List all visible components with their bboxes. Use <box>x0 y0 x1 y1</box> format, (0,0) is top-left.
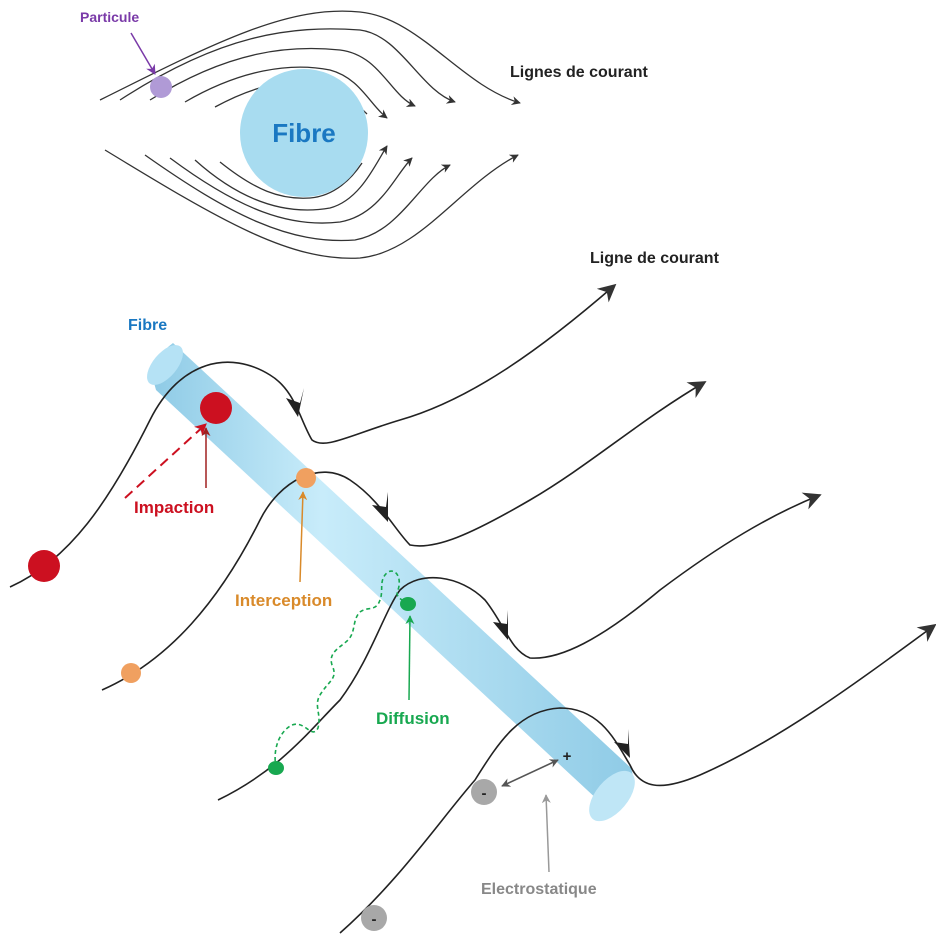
cylinder-fibre <box>147 343 635 822</box>
diffusion-label: Diffusion <box>376 709 450 728</box>
streamline-electrostatic <box>339 623 936 934</box>
interception-particle-start <box>121 663 141 683</box>
cylinder-start-cap <box>147 345 183 385</box>
impaction-trajectory-arrow <box>124 423 207 499</box>
particle-label: Particule <box>80 9 139 25</box>
streamline-lower-2 <box>144 154 451 242</box>
streamline-impaction <box>9 283 617 588</box>
diffusion-pointer-arrow <box>405 615 415 701</box>
streamline-upper-1 <box>99 10 521 105</box>
electrostatic-particle-end <box>471 779 497 805</box>
streamline-label: Ligne de courant <box>590 250 720 267</box>
streamline-lower-1 <box>104 149 519 259</box>
streamline-lower-5 <box>219 161 363 199</box>
streamline-upper-4 <box>184 66 388 119</box>
negative-charge-sign-end: - <box>482 785 487 802</box>
flow-arrow-2 <box>372 492 388 522</box>
streamline-lower-3 <box>169 157 413 224</box>
electrostatic-pointer-arrow <box>541 794 551 873</box>
electrostatic-attraction-arrow <box>501 759 559 787</box>
streamlines-label: Lignes de courant <box>510 64 648 81</box>
particle-dot <box>150 76 172 98</box>
top-fibre-label: Fibre <box>272 118 336 148</box>
flow-direction-arrows <box>286 388 630 758</box>
streamline-upper-2 <box>119 28 456 104</box>
streamline-lower-4 <box>194 145 388 211</box>
streamline-interception <box>101 381 707 691</box>
impaction-particle-end <box>200 392 232 424</box>
streamline-diffusion <box>217 492 822 801</box>
impaction-particle-start <box>28 550 60 582</box>
cylinder-body <box>153 343 634 815</box>
particle-pointer-arrow <box>130 32 156 75</box>
top-panel: Fibre Particule Lignes de courant <box>80 9 648 259</box>
negative-charge-sign-start: - <box>372 911 377 928</box>
interception-particle-end <box>296 468 316 488</box>
bottom-panel: - - + Fibre Ligne de courant Impaction I… <box>9 250 936 934</box>
flow-arrow-1 <box>286 388 304 417</box>
streamline-upper-3 <box>149 47 416 107</box>
diffusion-particle-start <box>268 761 284 775</box>
positive-charge-sign: + <box>563 748 572 765</box>
bottom-fibre-label: Fibre <box>128 317 167 334</box>
electrostatic-particle-start <box>361 905 387 931</box>
interception-label: Interception <box>235 591 332 610</box>
flow-arrow-3 <box>493 610 508 640</box>
diffusion-random-walk <box>274 570 409 769</box>
interception-pointer-arrow <box>298 491 308 583</box>
fibre-cross-section <box>240 69 368 197</box>
diffusion-particle-end <box>400 597 416 611</box>
cylinder-end-cap <box>589 770 635 822</box>
electrostatic-label: Electrostatique <box>481 881 597 898</box>
impaction-label: Impaction <box>134 498 214 517</box>
flow-arrow-4 <box>614 729 630 758</box>
